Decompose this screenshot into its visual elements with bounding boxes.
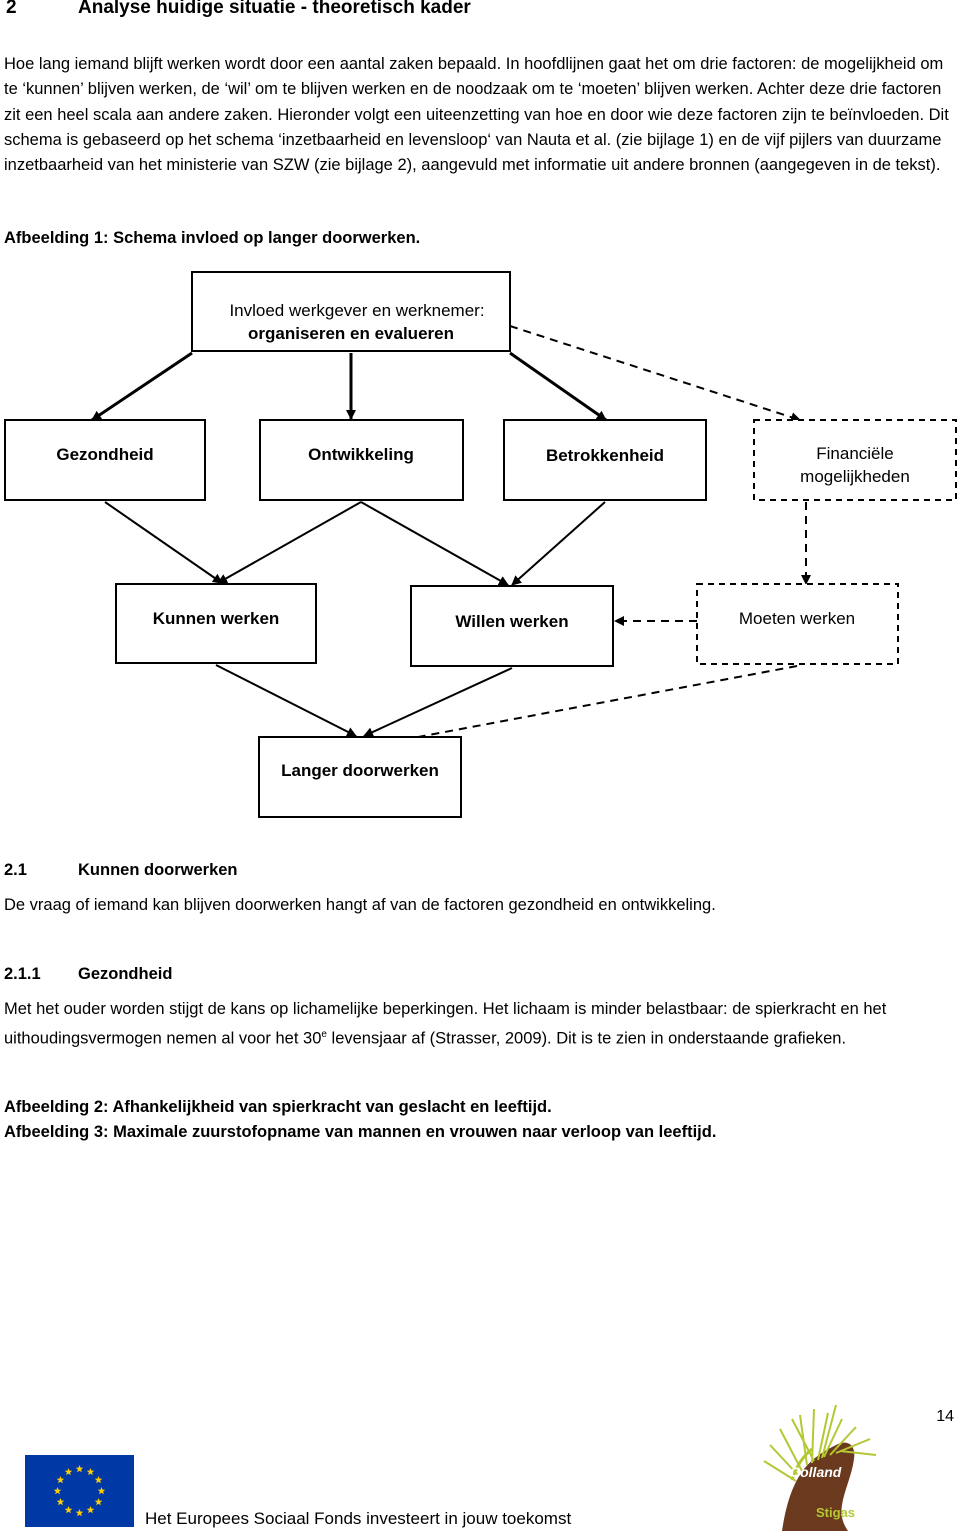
eu-stars-icon xyxy=(25,1455,134,1527)
section-2-1-1-number: 2.1.1 xyxy=(4,965,41,983)
paragraph-text-b: levensjaar af (Strasser, 2009). Dit is t… xyxy=(326,1029,847,1048)
eu-star xyxy=(86,1506,95,1514)
influence-box-line2: organiseren en evalueren xyxy=(248,324,454,343)
arrow-to-gezondheid xyxy=(91,351,193,422)
eu-star xyxy=(56,1498,65,1506)
financieel-box xyxy=(753,419,957,501)
kunnen-label: Kunnen werken xyxy=(153,609,280,628)
arrow-gezondheid-kunnen xyxy=(104,501,223,584)
eu-star xyxy=(53,1487,62,1495)
figure-3-caption: Afbeelding 3: Maximale zuurstofopname va… xyxy=(4,1123,717,1141)
eu-star xyxy=(75,1465,84,1473)
ordinal-suffix: e xyxy=(321,1029,327,1041)
langer-box xyxy=(258,736,462,818)
eu-star xyxy=(75,1509,84,1517)
influence-box-line1: Invloed werkgever en werknemer: xyxy=(229,301,484,320)
section-2-1-1-heading: 2.1.1 Gezondheid xyxy=(4,965,172,984)
eu-star xyxy=(94,1476,103,1484)
eu-flag-logo xyxy=(25,1455,134,1527)
arrow-ontwikkeling-kunnen xyxy=(217,501,362,584)
section-title: Analyse huidige situatie - theoretisch k… xyxy=(78,0,471,18)
moeten-label: Moeten werken xyxy=(739,609,855,628)
financieel-line2: mogelijkheden xyxy=(800,467,910,486)
arrow-willen-langer xyxy=(363,667,513,737)
section-2-1-heading: 2.1 Kunnen doorwerken xyxy=(4,861,238,880)
kunnen-box xyxy=(115,583,317,664)
eu-star xyxy=(56,1476,65,1484)
langer-label: Langer doorwerken xyxy=(281,761,439,780)
ontwikkeling-label: Ontwikkeling xyxy=(308,445,414,464)
eu-star xyxy=(97,1487,106,1495)
gezondheid-box xyxy=(4,419,206,501)
intro-paragraph: Hoe lang iemand blijft werken wordt door… xyxy=(4,55,949,175)
section-2-1-number: 2.1 xyxy=(4,861,27,879)
eu-star xyxy=(94,1498,103,1506)
section-2-1-title: Kunnen doorwerken xyxy=(78,861,238,879)
ontwikkeling-box xyxy=(259,419,464,501)
section-2-1-1-paragraph: Met het ouder worden stijgt de kans op l… xyxy=(4,997,956,1052)
page-number: 14 xyxy=(936,1408,954,1425)
gezondheid-label: Gezondheid xyxy=(56,445,153,464)
tree-logo-icon: Colland Stigas xyxy=(763,1404,877,1531)
willen-label: Willen werken xyxy=(455,612,568,631)
arrow-ontwikkeling-willen xyxy=(360,501,509,586)
arrow-to-betrokkenheid xyxy=(509,351,607,422)
arrow-kunnen-langer xyxy=(215,664,357,737)
willen-box xyxy=(410,585,614,667)
figure-2-caption: Afbeelding 2: Afhankelijkheid van spierk… xyxy=(4,1098,552,1116)
moeten-box xyxy=(696,583,899,665)
logo-stigas-text: Stigas xyxy=(816,1505,855,1520)
section-2-1-1-title: Gezondheid xyxy=(78,965,173,983)
influence-diagram: Invloed werkgever en werknemer: organise… xyxy=(4,271,957,818)
paragraph-text-a: Met het ouder worden stijgt de kans op l… xyxy=(4,1000,887,1048)
figure-1-caption: Afbeelding 1: Schema invloed op langer d… xyxy=(4,229,421,247)
colland-stigas-logo: Colland Stigas xyxy=(752,1404,882,1531)
betrokkenheid-label: Betrokkenheid xyxy=(546,446,664,465)
eu-star xyxy=(64,1506,73,1514)
arrow-to-financieel xyxy=(509,325,801,422)
arrow-moeten-langer xyxy=(369,665,798,750)
eu-star xyxy=(64,1467,73,1476)
arrow-betrokkenheid-willen xyxy=(511,501,606,586)
section-number: 2 xyxy=(6,0,17,18)
logo-colland-text: Colland xyxy=(790,1464,842,1480)
influence-box xyxy=(191,271,511,352)
betrokkenheid-box xyxy=(503,419,707,501)
financieel-line1: Financiële xyxy=(816,444,894,463)
section-heading: 2 Analyse huidige situatie - theoretisch … xyxy=(6,0,471,19)
section-2-1-paragraph: De vraag of iemand kan blijven doorwerke… xyxy=(4,896,716,914)
footer-text: Het Europees Sociaal Fonds investeert in… xyxy=(145,1509,572,1528)
eu-star xyxy=(86,1467,95,1476)
